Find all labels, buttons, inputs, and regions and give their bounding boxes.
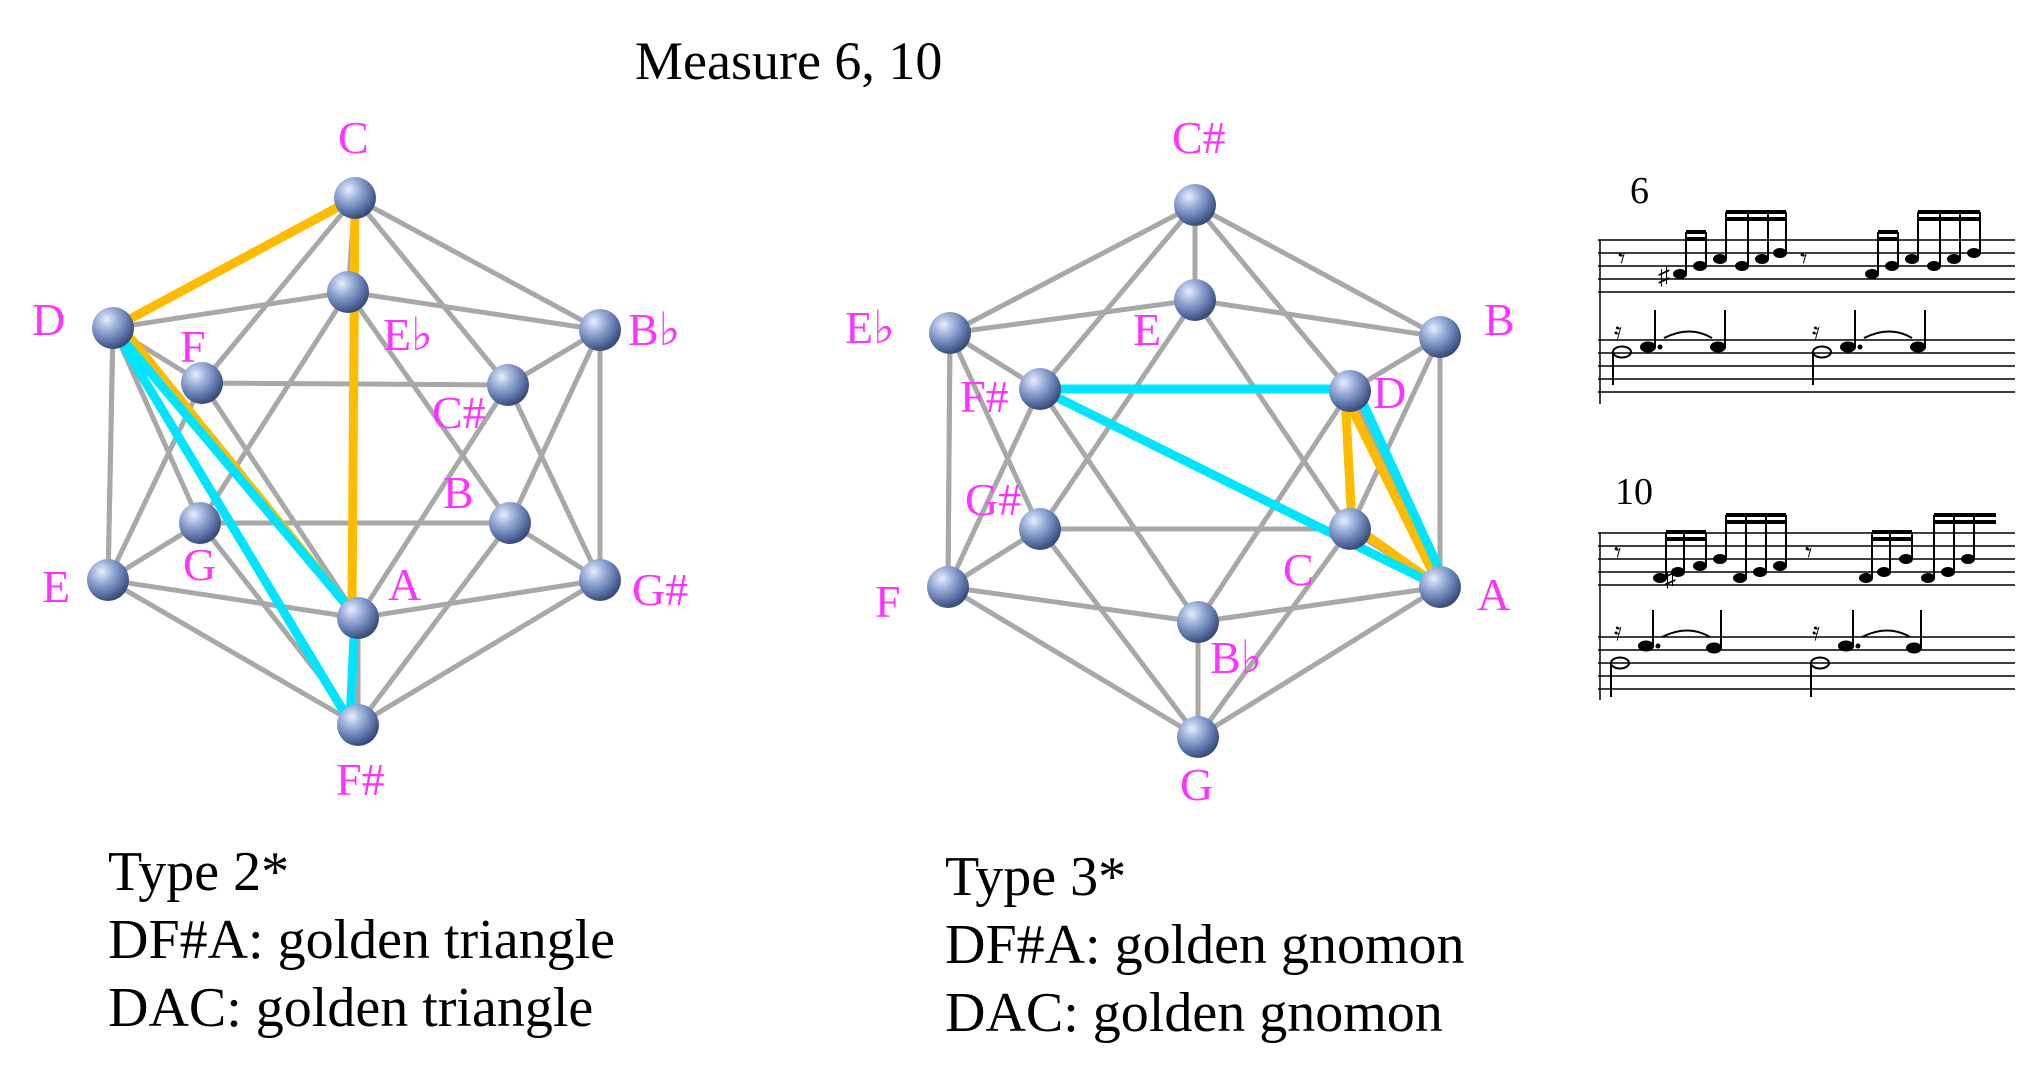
left-labels: C D F E♭ B♭ C# B E G A G# F# xyxy=(32,112,688,805)
caption-type: Type 3* xyxy=(945,846,1127,908)
pitch-label: B♭ xyxy=(628,304,680,355)
pitch-label: G# xyxy=(965,474,1021,525)
pitch-label: E xyxy=(1133,304,1161,355)
svg-text:𝄾: 𝄾 xyxy=(1618,244,1625,275)
pitch-label: B♭ xyxy=(1210,632,1262,683)
svg-text:𝄾: 𝄾 xyxy=(1614,538,1621,569)
right-labels: C# E♭ E B F# D G# C F A B♭ G xyxy=(845,112,1515,810)
node xyxy=(579,309,621,351)
pitch-label: F xyxy=(875,576,901,627)
right-nodes xyxy=(927,184,1461,758)
measure-number: 10 xyxy=(1615,471,1653,513)
pitch-label: E xyxy=(42,561,70,612)
pitch-label: E♭ xyxy=(845,302,895,353)
node xyxy=(337,704,379,746)
caption-right: Type 3* DF#A: golden gnomon DAC: golden … xyxy=(945,843,1465,1047)
node xyxy=(1419,566,1461,608)
node xyxy=(1177,601,1219,643)
node xyxy=(181,362,223,404)
pitch-label: D xyxy=(32,294,65,345)
node xyxy=(1419,316,1461,358)
svg-text:𝄿: 𝄿 xyxy=(1812,617,1820,646)
score-measure-6: 6 xyxy=(1598,170,2015,404)
node xyxy=(337,597,379,639)
node xyxy=(87,559,129,601)
pitch-label: C# xyxy=(432,387,486,438)
svg-text:𝄾: 𝄾 xyxy=(1800,244,1807,275)
pitch-label: E♭ xyxy=(383,309,433,360)
node xyxy=(327,271,369,313)
caption-left: Type 2* DF#A: golden triangle DAC: golde… xyxy=(108,838,615,1042)
caption-line: DAC: golden gnomon xyxy=(945,982,1443,1044)
svg-text:♯: ♯ xyxy=(1664,566,1676,592)
caption-line: DF#A: golden triangle xyxy=(108,909,616,971)
node xyxy=(1019,368,1061,410)
pitch-label: G xyxy=(1180,759,1213,810)
caption-type: Type 2* xyxy=(108,841,290,903)
node xyxy=(92,307,134,349)
icosahedron-left: C D F E♭ B♭ C# B E G A G# F# xyxy=(32,112,688,805)
pitch-label: F xyxy=(180,321,206,372)
node xyxy=(487,364,529,406)
node xyxy=(1019,508,1061,550)
svg-text:♯: ♯ xyxy=(1658,264,1670,290)
measure-number: 6 xyxy=(1630,170,1649,212)
score-measure-10: 10 xyxy=(1598,471,2015,700)
pitch-label: G xyxy=(183,539,216,590)
caption-line: DAC: golden triangle xyxy=(108,977,594,1039)
node xyxy=(927,566,969,608)
svg-text:𝄿: 𝄿 xyxy=(1812,317,1820,346)
page-title: Measure 6, 10 xyxy=(635,31,943,91)
node xyxy=(1329,508,1371,550)
svg-text:𝄿: 𝄿 xyxy=(1614,617,1622,646)
node xyxy=(489,502,531,544)
score-excerpt: 6 xyxy=(1598,170,2015,700)
pitch-label: D xyxy=(1373,367,1406,418)
node xyxy=(179,502,221,544)
pitch-label: C# xyxy=(1172,112,1226,163)
svg-text:𝄾: 𝄾 xyxy=(1805,538,1812,569)
node xyxy=(1174,279,1216,321)
right-highlight-cyan xyxy=(1035,384,1450,592)
node xyxy=(1174,184,1216,226)
pitch-label: C xyxy=(338,112,369,163)
node xyxy=(579,559,621,601)
icosahedron-right: C# E♭ E B F# D G# C F A B♭ G xyxy=(845,112,1515,810)
pitch-label: A xyxy=(1477,569,1510,620)
right-highlight-gold xyxy=(1340,390,1445,592)
node xyxy=(1329,370,1371,412)
node xyxy=(929,312,971,354)
svg-text:𝄿: 𝄿 xyxy=(1614,317,1622,346)
pitch-label: G# xyxy=(632,564,688,615)
pitch-label: F# xyxy=(336,754,385,805)
pitch-label: C xyxy=(1283,544,1314,595)
left-nodes xyxy=(87,177,621,746)
node xyxy=(334,177,376,219)
pitch-label: B xyxy=(1484,294,1515,345)
caption-line: DF#A: golden gnomon xyxy=(945,914,1465,976)
pitch-label: A xyxy=(388,559,421,610)
node xyxy=(1177,716,1219,758)
pitch-label: B xyxy=(443,467,474,518)
pitch-label: F# xyxy=(960,371,1009,422)
